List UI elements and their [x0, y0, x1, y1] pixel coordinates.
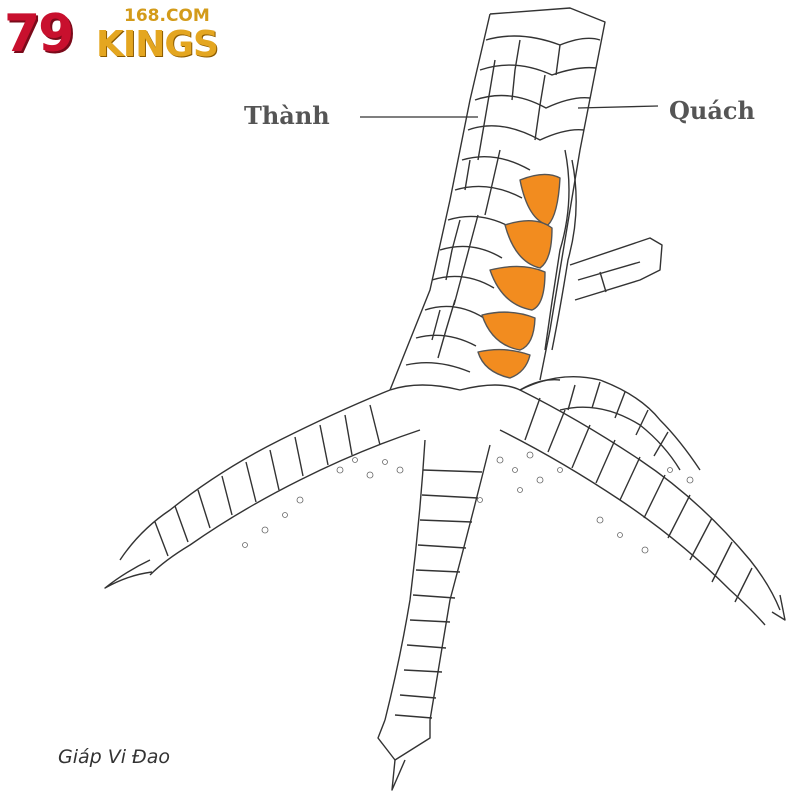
- logo-brand: KINGS: [96, 24, 219, 65]
- highlighted-scales: [477, 173, 561, 379]
- label-right: Quách: [669, 96, 755, 125]
- spur: [569, 237, 663, 301]
- logo-number: 79: [4, 4, 74, 64]
- back-scales: [544, 149, 570, 351]
- shank-scales: [405, 35, 601, 373]
- left-toe: [104, 389, 421, 589]
- leader-line-right: [577, 105, 659, 109]
- right-toe: [499, 389, 786, 626]
- caption: Giáp Vi Đao: [58, 746, 171, 768]
- middle-toe: [377, 439, 491, 791]
- web-dots: [242, 451, 694, 554]
- shank-outline: [389, 7, 606, 391]
- brand-logo: 79 168.COM KINGS: [4, 2, 219, 65]
- back-toe: [519, 376, 701, 471]
- label-left: Thành: [244, 101, 330, 130]
- ankle: [389, 379, 561, 391]
- logo-domain: 168.COM: [124, 6, 210, 26]
